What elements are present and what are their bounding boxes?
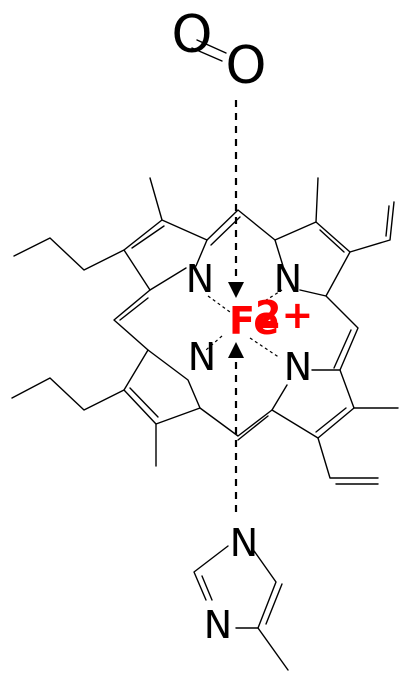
oxygen-atom-2: O — [226, 36, 267, 96]
porphyrin-ring — [11, 177, 399, 485]
iron-center: Fe 2+ — [229, 293, 313, 343]
meso-left-double — [119, 297, 149, 321]
imidazole-ligand: N N — [193, 521, 289, 671]
nitrogen-bottom-right: N — [284, 345, 312, 389]
vinyl-bottom-right — [317, 437, 379, 479]
pyrrole-top-left-double — [131, 225, 165, 249]
nitrogen-top-right: N — [274, 257, 302, 301]
imidazole-bond-a — [193, 545, 229, 601]
meso-top-double — [210, 216, 241, 246]
imidazole-bond-a-double — [201, 575, 213, 601]
meso-top — [206, 209, 276, 241]
his-fe-arrowhead — [228, 342, 244, 358]
imidazole-nitrogen-top: N — [230, 521, 258, 565]
meso-bottom-double — [237, 415, 269, 441]
meso-right-double — [333, 329, 352, 369]
pyrrole-top-left-n-bond — [195, 239, 208, 267]
methyl-imidazole — [257, 627, 289, 671]
iron-charge: 2+ — [255, 293, 313, 337]
methyl-top-right — [315, 177, 319, 223]
his-fe-coordination — [228, 342, 244, 516]
imidazole-bond-b-double — [265, 583, 283, 625]
vinyl-top-right-double — [385, 205, 390, 237]
methyl-top-left — [149, 177, 163, 221]
nitrogen-top-left: N — [186, 257, 214, 301]
fe-n-dash-1 — [207, 295, 231, 313]
pyrrole-top-right-double — [319, 229, 345, 253]
meso-left — [113, 289, 151, 351]
pyrrole-bottom-right-double — [315, 407, 347, 433]
pyrrole-bottom-right — [271, 369, 355, 439]
dioxygen-ligand: O O — [172, 5, 267, 96]
o-o-bond-a — [196, 39, 227, 54]
propyl-top-left — [13, 237, 125, 271]
vinyl-top-right — [349, 201, 395, 253]
o-o-bond-b — [191, 47, 223, 62]
propyl-bottom-left — [11, 377, 125, 411]
o2-fe-arrowhead — [228, 282, 244, 298]
fe-n-dash-2 — [259, 289, 283, 305]
pyrrole-bottom-left-double — [129, 387, 159, 418]
oxygen-atom-1: O — [172, 5, 213, 65]
o2-fe-coordination — [228, 100, 244, 298]
imidazole-bond-b — [235, 547, 277, 629]
nitrogen-bottom-left: N — [188, 335, 216, 379]
fe-n-dash-3 — [249, 337, 281, 359]
fe-n-coordination — [205, 289, 283, 359]
pyrrole-top-right-n-bond — [274, 239, 284, 267]
meso-bottom — [199, 407, 273, 437]
pyrrole-bottom-left — [123, 349, 201, 425]
meso-right — [325, 295, 359, 371]
imidazole-nitrogen-bottom: N — [204, 603, 232, 647]
iron-symbol: Fe — [229, 299, 279, 343]
